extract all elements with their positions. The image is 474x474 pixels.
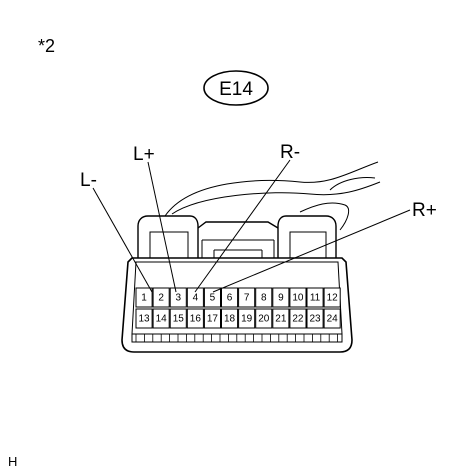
pin-cell	[323, 287, 341, 308]
callout-line-l-plus	[147, 161, 177, 293]
pin-cell	[289, 308, 307, 329]
connector-id-oval	[203, 70, 269, 106]
note-label: *2	[38, 36, 55, 56]
pin-cell	[272, 308, 290, 329]
pin-cell	[221, 287, 239, 308]
pin-number: 11	[310, 293, 321, 304]
pin-number: 3	[175, 293, 181, 304]
pin-cell	[169, 308, 187, 329]
connector-housing	[121, 215, 353, 353]
wire-label-r-plus: R+	[412, 200, 437, 221]
pin-number: 9	[278, 293, 284, 304]
pin-cell	[272, 287, 290, 308]
pin-number: 18	[224, 314, 236, 325]
pin-number: 5	[210, 293, 216, 304]
pin-number: 24	[327, 314, 339, 325]
pin-number: 8	[261, 293, 267, 304]
pin-number: 10	[292, 293, 304, 304]
callout-line-l-minus	[92, 187, 153, 293]
pin-cell	[135, 308, 153, 329]
pin-number: 4	[193, 293, 199, 304]
pin-number: 1	[141, 293, 147, 304]
pin-cell	[323, 308, 341, 329]
pin-number: 14	[156, 314, 168, 325]
pin-number: 16	[190, 314, 202, 325]
pin-cell	[203, 287, 221, 308]
pin-number: 21	[275, 314, 287, 325]
pin-cell	[238, 308, 256, 329]
pin-number: 19	[241, 314, 253, 325]
pin-number: 22	[292, 314, 304, 325]
wire-label-r-minus: R-	[280, 142, 300, 163]
pin-cell	[152, 287, 170, 308]
pin-number: 20	[258, 314, 270, 325]
connector-id-badge: E14	[203, 70, 269, 106]
pin-number: 12	[327, 293, 339, 304]
pin-cell	[203, 308, 221, 329]
pin-cell	[186, 287, 204, 308]
pin-cell	[289, 287, 307, 308]
pin-cell	[306, 287, 324, 308]
pin-number: 2	[158, 293, 164, 304]
pin-number: 6	[227, 293, 233, 304]
pin-number: 15	[173, 314, 185, 325]
pin-cell	[255, 287, 273, 308]
wire-label-l-plus: L+	[133, 144, 155, 165]
pin-cell	[238, 287, 256, 308]
pin-number: 13	[138, 314, 150, 325]
pin-number: 7	[244, 293, 250, 304]
pin-cell	[306, 308, 324, 329]
callout-line-r-minus	[194, 159, 291, 293]
pin-cell	[169, 287, 187, 308]
corner-label: H	[8, 454, 17, 469]
pin-cell	[152, 308, 170, 329]
callout-lines	[92, 159, 411, 293]
wire-label-l-minus: L-	[80, 170, 97, 191]
callout-line-r-plus	[212, 209, 411, 293]
pin-cell	[255, 308, 273, 329]
pin-cell	[186, 308, 204, 329]
connector-id-text: E14	[219, 79, 253, 100]
wire-harness	[164, 161, 381, 231]
pin-cell	[221, 308, 239, 329]
housing-ridge-marks	[135, 334, 339, 342]
pin-number: 23	[309, 314, 321, 325]
pin-cell	[135, 287, 153, 308]
pin-number: 17	[207, 314, 219, 325]
